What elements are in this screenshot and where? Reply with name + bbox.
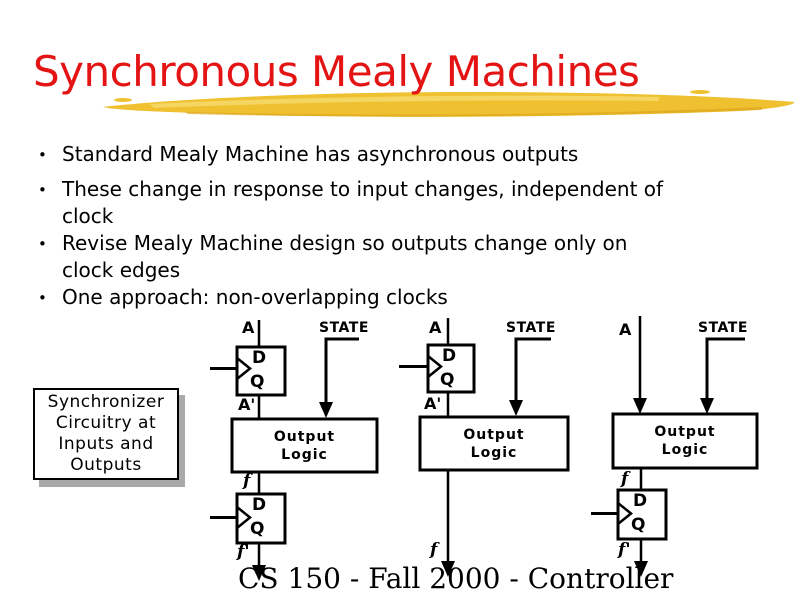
- bullet-dot: •: [38, 235, 47, 253]
- clock-wedge-icon: [236, 506, 252, 529]
- signal-label-f-delayed: f': [237, 542, 250, 562]
- slide-title: Synchronous Mealy Machines: [33, 47, 640, 96]
- synchronizer-note-box: Synchronizer Circuitry at Inputs and Out…: [33, 388, 179, 480]
- bullet-dot: •: [38, 181, 47, 199]
- wire-state: [514, 337, 551, 402]
- bullet-dot: •: [38, 146, 47, 164]
- flipflop-d-label: D: [252, 348, 267, 368]
- output-logic-label: Output Logic: [613, 414, 757, 468]
- state-label: STATE: [698, 320, 748, 336]
- flipflop-d-label: D: [252, 495, 267, 515]
- bullet-text: One approach: non-overlapping clocks: [62, 285, 448, 309]
- flipflop-q-label: Q: [440, 370, 455, 390]
- arrowhead-icon: [509, 400, 523, 416]
- synchronizer-note-text: Synchronizer Circuitry at Inputs and Out…: [48, 392, 165, 476]
- bullet-text-wrap: clock edges: [62, 258, 181, 282]
- bullet-text-wrap: clock: [62, 204, 114, 228]
- state-label: STATE: [506, 320, 556, 336]
- output-logic-label: Output Logic: [420, 417, 568, 470]
- flipflop-q-label: Q: [631, 515, 646, 535]
- bullet-text: Standard Mealy Machine has asynchronous …: [62, 142, 579, 166]
- swoosh-speck: [690, 90, 710, 94]
- wire-state: [705, 337, 745, 400]
- note-line: Synchronizer: [47, 392, 165, 412]
- output-logic-label: Output Logic: [232, 419, 377, 472]
- note-line: Inputs and: [58, 434, 154, 454]
- output-logic-line1: Output: [463, 426, 525, 443]
- clock-wedge-icon: [236, 357, 252, 380]
- output-logic-line2: Logic: [661, 442, 709, 458]
- signal-label-a-delayed: A': [424, 394, 442, 413]
- flipflop-d-label: D: [442, 346, 457, 366]
- bullet-text: These change in response to input change…: [62, 177, 664, 201]
- swoosh-dark-stroke: [185, 107, 762, 117]
- output-logic-line1: Output: [273, 428, 336, 445]
- signal-label-f: f: [621, 469, 629, 489]
- swoosh-highlight-stroke: [150, 95, 660, 108]
- signal-label-f: f: [430, 540, 438, 560]
- arrowhead-icon: [319, 402, 333, 418]
- bullet-item: • Revise Mealy Machine design so outputs…: [36, 230, 748, 284]
- clock-wedge-icon: [617, 502, 633, 525]
- bullet-dot: •: [38, 289, 47, 307]
- note-line: Outputs: [70, 455, 142, 475]
- arrowhead-icon: [700, 398, 714, 414]
- signal-label-f-delayed: f': [618, 540, 631, 560]
- bullet-item: • These change in response to input chan…: [36, 176, 748, 230]
- wire-state: [324, 337, 359, 404]
- arrowhead-icon: [633, 398, 647, 414]
- signal-label-f: f: [243, 471, 251, 491]
- note-line: Circuitry at: [55, 413, 157, 433]
- swoosh-speck: [114, 98, 132, 102]
- signal-label-a: A: [619, 320, 632, 339]
- output-logic-line2: Logic: [470, 444, 518, 461]
- state-label: STATE: [319, 320, 369, 336]
- bullet-item: • One approach: non-overlapping clocks: [36, 284, 748, 311]
- flipflop-d-label: D: [633, 491, 648, 511]
- bullet-text: Revise Mealy Machine design so outputs c…: [62, 231, 628, 255]
- flipflop-q-label: Q: [250, 519, 265, 539]
- signal-label-a: A: [429, 318, 442, 337]
- flipflop-q-label: Q: [250, 372, 265, 392]
- signal-label-a: A: [242, 318, 255, 337]
- output-logic-line1: Output: [654, 424, 716, 440]
- signal-label-a-delayed: A': [238, 395, 256, 414]
- title-underline-swoosh: [103, 90, 795, 117]
- slide-footer: CS 150 - Fall 2000 - Controller: [238, 562, 674, 595]
- output-logic-line2: Logic: [281, 446, 328, 463]
- bullet-item: • Standard Mealy Machine has asynchronou…: [36, 141, 748, 168]
